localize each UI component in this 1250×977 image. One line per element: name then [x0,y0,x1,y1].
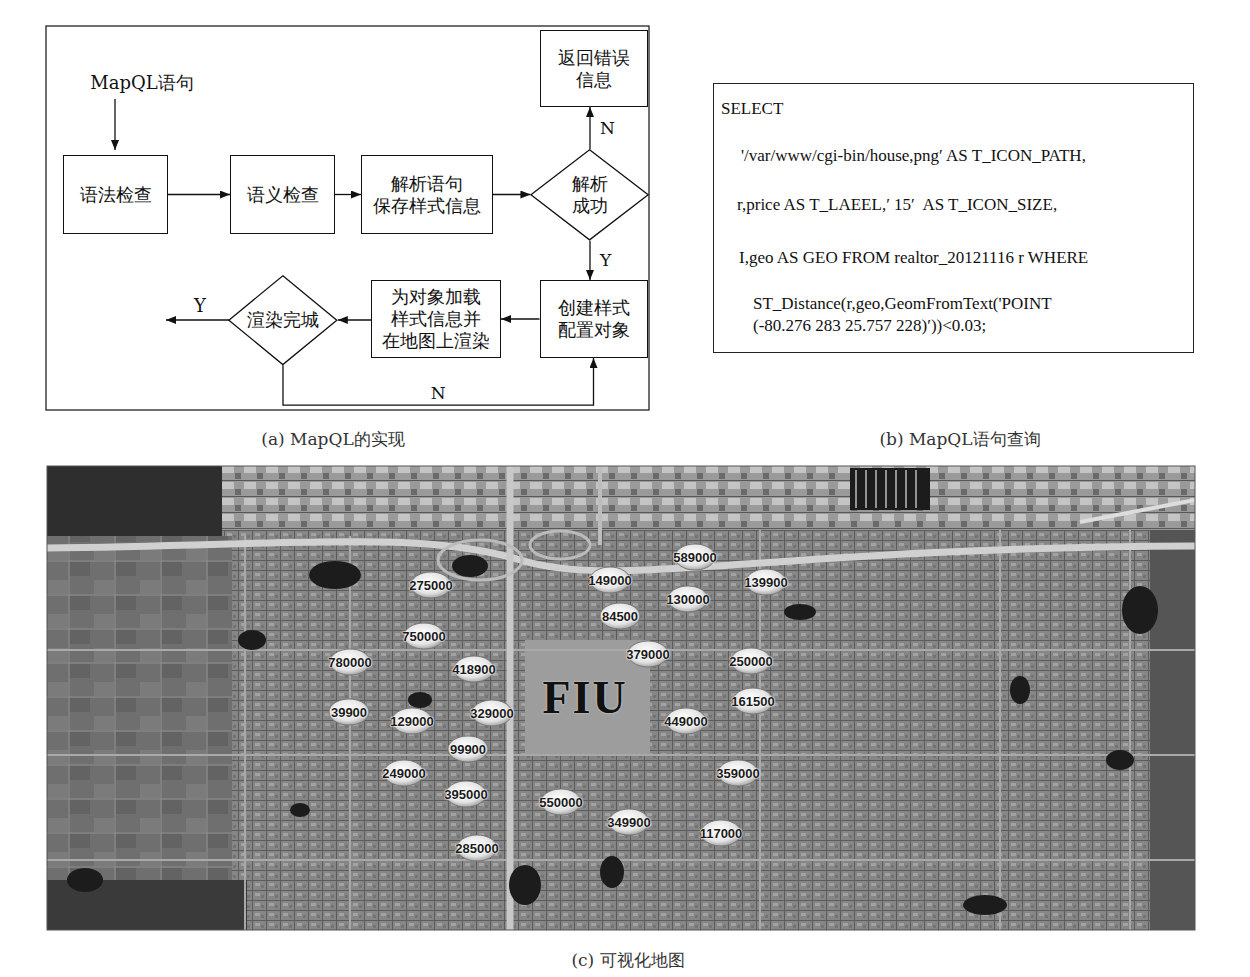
process-box: 语法检查 [63,155,168,234]
price-label: 249000 [382,766,425,781]
runway [1080,500,1195,522]
figure-caption: (b) MapQL语句查询 [879,428,1040,451]
flow-arrow [338,319,371,320]
process-box: 为对象加载 样式信息并 在地图上渲染 [371,280,501,358]
figure-caption: (a) MapQL的实现 [261,428,404,451]
code-line: SELECT [721,99,783,119]
price-label: 129000 [390,714,433,729]
price-label: 780000 [328,655,371,670]
road [598,466,602,545]
process-box: 语义检查 [230,155,335,234]
water [67,468,1158,915]
diamond-shape [531,150,648,240]
node-text: 解析语句 保存样式信息 [367,173,487,217]
map-frame [47,466,1195,930]
road-grid [47,530,1195,930]
industrial-area [220,466,1195,530]
price-label: 149000 [588,573,631,588]
panel-frame [46,26,649,410]
node-text: 语法检查 [80,184,152,206]
branch-label: Y [598,250,613,270]
farmland [47,536,232,930]
flow-arrow [589,107,590,149]
code-line: (-80.276 283 25.757 228)′))<0.03; [753,316,986,336]
price-label: 589000 [673,550,716,565]
price-label: 750000 [402,629,445,644]
highway [507,466,514,930]
decision-diamond: 解析 成功 [530,149,649,241]
price-label: 117000 [700,826,743,841]
flow-arrow [501,318,540,319]
node-text: 解析 成功 [565,173,615,217]
interchange [530,531,590,559]
highway [47,542,1195,571]
dark-area [1150,530,1195,930]
node-text: 为对象加载 样式信息并 在地图上渲染 [377,286,495,352]
node-text: 创建样式 配置对象 [546,297,642,341]
flow-arrow [493,194,530,195]
flow-arrow [283,358,594,405]
price-label: 250000 [729,654,772,669]
flow-arrow [589,241,590,280]
code-line: '/var/www/cgi-bin/house,png′ AS T_ICON_P… [741,146,1086,166]
input-label: MapQL语句 [90,71,193,95]
price-label: 418900 [452,662,495,677]
code-line: ST_Distance(r,geo,GeomFromText('POINT [753,294,1052,314]
node-text: 渲染完城 [247,309,319,331]
node-text: 语义检查 [247,184,319,206]
figure-caption: (c) 可视化地图 [571,949,684,972]
marina [856,470,916,508]
price-label: 39900 [331,705,367,720]
diamond-shape [229,276,337,365]
price-label: 139900 [744,575,787,590]
price-label: 329000 [470,706,513,721]
input-arrow [114,99,115,150]
decision-diamond: 渲染完城 [228,275,338,365]
price-label: 349900 [607,815,650,830]
price-label: 161500 [731,694,774,709]
terminal-box: 返回错误 信息 [540,30,648,107]
flow-arrow [168,194,230,195]
map-place-label: FIU [542,671,627,724]
price-label: 130000 [666,592,709,607]
branch-label: Y [194,295,206,316]
code-line: I,geo AS GEO FROM realtor_20121116 r WHE… [739,248,1088,268]
price-label: 449000 [664,714,707,729]
node-text: 返回错误 信息 [546,47,642,91]
price-label: 84500 [602,609,638,624]
price-label: 275000 [409,578,452,593]
price-label: 550000 [539,795,582,810]
flow-arrow [335,194,361,195]
interchange [438,540,522,580]
price-label: 359000 [716,766,759,781]
branch-label: N [429,383,448,403]
urban-area [47,466,1195,930]
code-panel: SELECT '/var/www/cgi-bin/house,png′ AS T_… [713,83,1194,353]
price-label: 395000 [444,787,487,802]
process-box: 创建样式 配置对象 [540,280,648,358]
code-line: r,price AS T_LAEEL,′ 15′ AS T_ICON_SIZE, [737,195,1057,215]
price-label: 285000 [455,841,498,856]
price-label: 99900 [450,742,486,757]
dark-field [47,466,222,536]
price-label: 379000 [626,647,669,662]
exit-arrow [166,319,232,320]
satellite-map [47,466,1195,930]
process-box: 解析语句 保存样式信息 [361,155,493,234]
branch-label: N [598,118,617,138]
house-markers [329,544,786,861]
